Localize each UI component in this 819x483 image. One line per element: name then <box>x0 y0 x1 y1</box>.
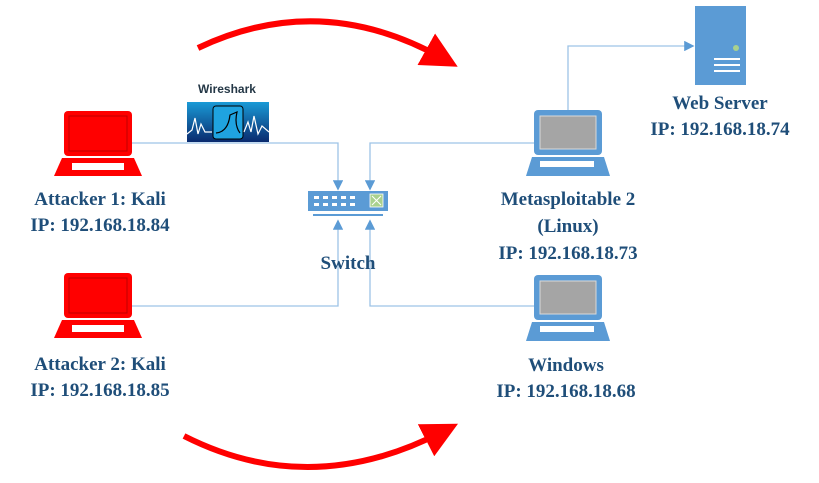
metasploitable-ip: IP: 192.168.18.73 <box>498 243 638 264</box>
attacker1-ip: IP: 192.168.18.84 <box>30 215 170 236</box>
webserver-name: Web Server <box>672 93 768 114</box>
webserver-server-icon <box>695 6 746 85</box>
link-windows-switch <box>364 219 560 307</box>
attack-arrow-top <box>196 18 458 67</box>
windows-name: Windows <box>528 355 604 376</box>
attacker1-laptop-icon <box>54 111 142 176</box>
link-attacker2-switch <box>100 219 344 307</box>
network-switch-icon <box>308 191 388 216</box>
link-metasploitable-switch <box>364 142 568 191</box>
link-attacker1-switch <box>100 142 344 191</box>
webserver-ip: IP: 192.168.18.74 <box>650 119 790 140</box>
metasploitable-laptop-icon <box>526 110 610 176</box>
metasploitable-name: Metasploitable 2 <box>500 189 636 210</box>
wireshark-label: Wireshark <box>198 82 256 96</box>
wireshark-logo-icon <box>186 102 270 142</box>
attacker2-laptop-icon <box>54 273 142 338</box>
attacker1-name: Attacker 1: Kali <box>34 189 166 210</box>
attack-arrow-bottom <box>182 423 459 471</box>
link-metasploitable-webserver <box>567 40 695 110</box>
windows-ip: IP: 192.168.18.68 <box>496 381 636 402</box>
attacker2-ip: IP: 192.168.18.85 <box>30 380 170 401</box>
metasploitable-os: (Linux) <box>537 216 599 237</box>
switch-label: Switch <box>320 253 376 274</box>
attacker2-name: Attacker 2: Kali <box>34 354 166 375</box>
windows-laptop-icon <box>526 275 610 341</box>
